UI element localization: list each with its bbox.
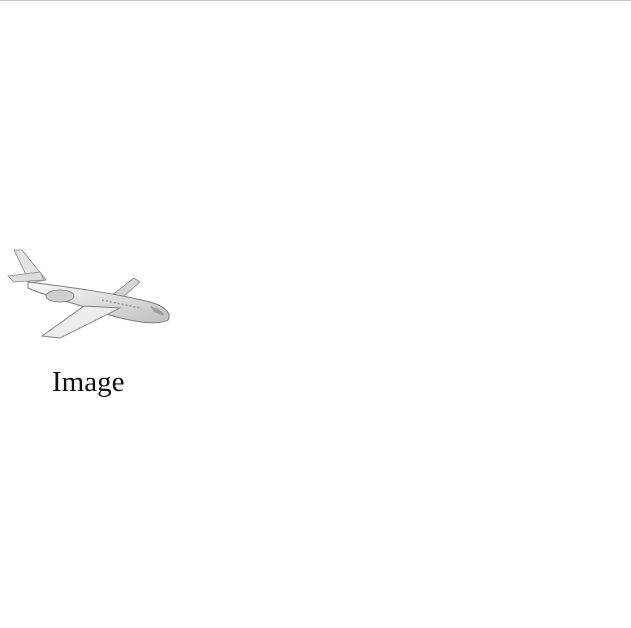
top-border [0, 0, 631, 1]
input-label: Image [52, 366, 125, 398]
input-airplane-icon [7, 249, 170, 339]
